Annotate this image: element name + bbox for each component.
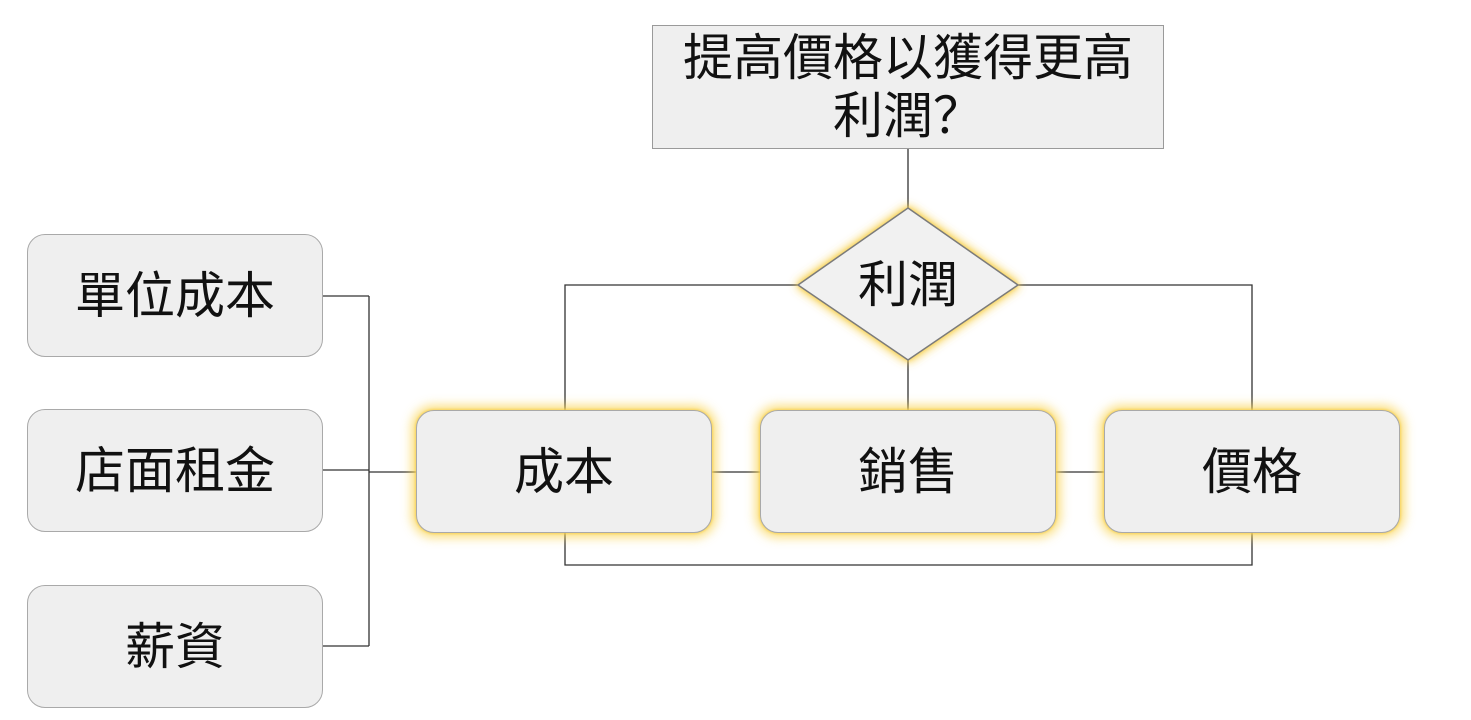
connector-decision-cost (564, 284, 798, 410)
price-box: 價格 (1104, 410, 1400, 533)
salary-label: 薪資 (125, 617, 225, 676)
decision-diamond (796, 207, 1020, 361)
unit-cost-box: 單位成本 (27, 234, 323, 357)
sales-label: 銷售 (858, 442, 958, 501)
price-label: 價格 (1202, 442, 1302, 501)
rent-label: 店面租金 (75, 441, 275, 500)
decision-label: 利潤 (858, 256, 958, 314)
unit-cost-label: 單位成本 (75, 266, 275, 325)
cost-label: 成本 (514, 442, 614, 501)
question-text-line-1: 提高價格以獲得更高 (683, 29, 1133, 87)
question-text-line-2: 利潤？ (833, 87, 983, 145)
connector-cost-price-loop (564, 533, 1253, 566)
connector-decision-price (1018, 284, 1253, 410)
rent-box: 店面租金 (27, 409, 323, 532)
sales-box: 銷售 (760, 410, 1056, 533)
salary-box: 薪資 (27, 585, 323, 708)
question-box: 提高價格以獲得更高 利潤？ (652, 25, 1164, 149)
cost-box: 成本 (416, 410, 712, 533)
